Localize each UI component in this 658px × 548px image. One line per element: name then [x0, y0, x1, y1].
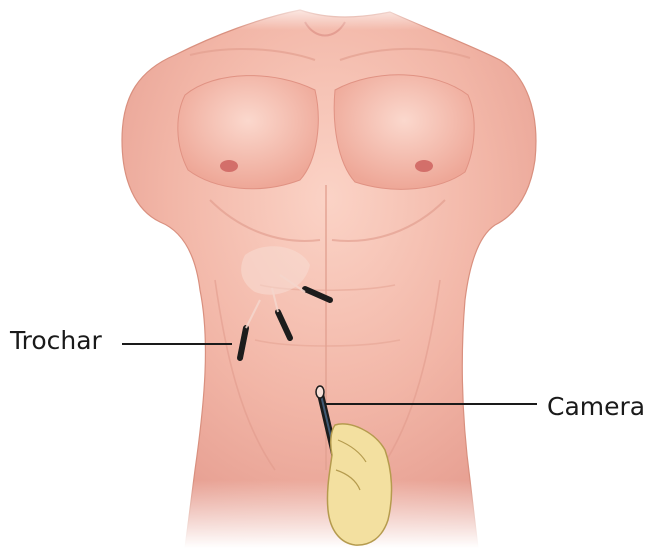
right-nipple: [415, 160, 433, 172]
right-pectoral: [334, 75, 474, 190]
left-nipple: [220, 160, 238, 172]
camera-label: Camera: [547, 394, 645, 419]
left-pectoral: [178, 76, 318, 189]
torso-silhouette: [122, 10, 536, 548]
trochar-label: Trochar: [10, 328, 102, 353]
